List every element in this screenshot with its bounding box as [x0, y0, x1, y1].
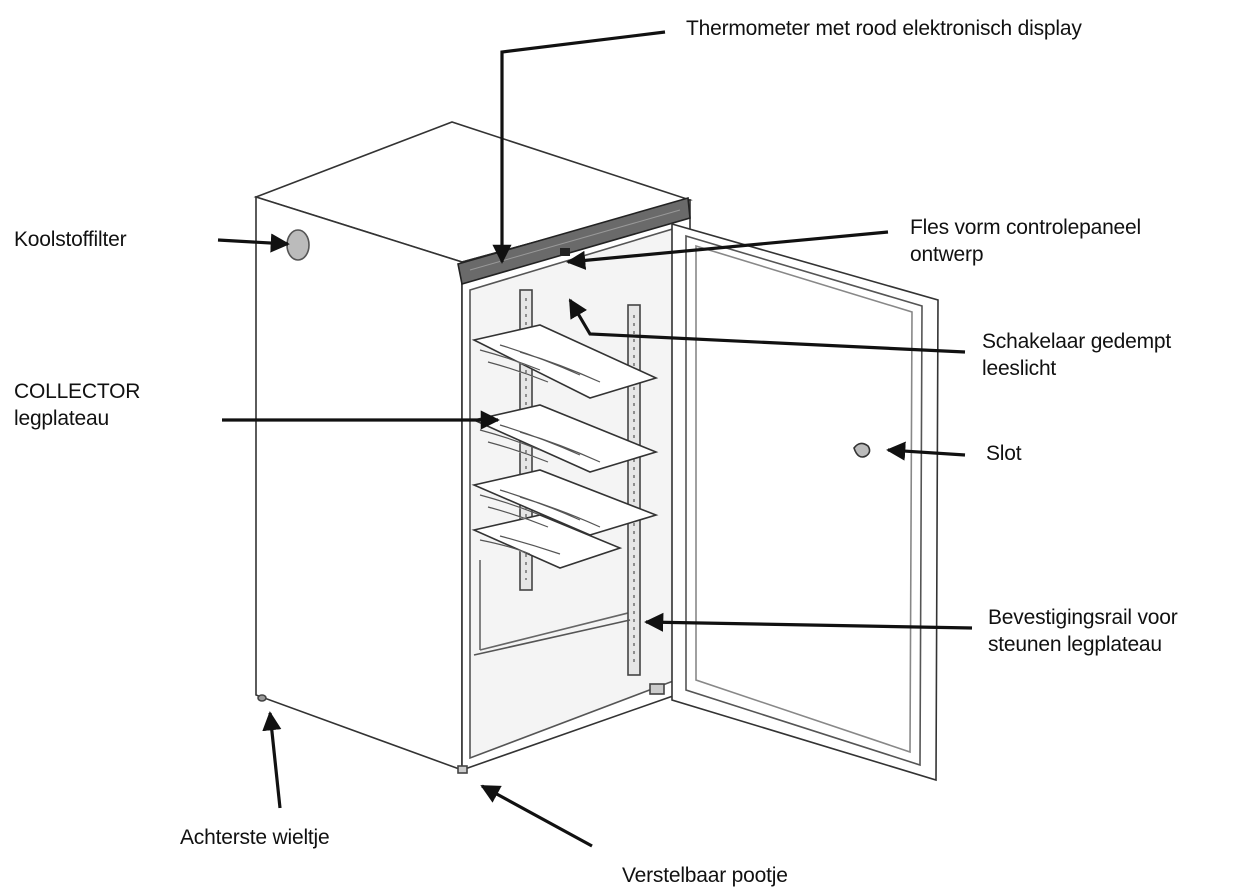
arrow-achterste-wieltje	[262, 711, 282, 809]
label-bevestigingsrail-line2: steunen legplateau	[988, 633, 1162, 656]
carbon-filter-disk	[286, 229, 310, 261]
arrow-slot	[886, 441, 966, 461]
door-inner-frame	[685, 234, 923, 767]
label-collector-line2: legplateau	[14, 407, 109, 430]
label-controlepaneel-line1: Fles vorm controlepaneel	[910, 216, 1141, 239]
right-shelf-rail	[627, 304, 641, 676]
label-controlepaneel: Fles vorm controlepaneel ontwerp	[910, 214, 1141, 268]
lock	[853, 442, 871, 458]
label-schakelaar-line2: leeslicht	[982, 357, 1057, 380]
label-achterste-wieltje: Achterste wieltje	[180, 826, 330, 849]
label-collector-line1: COLLECTOR	[14, 380, 141, 403]
label-bevestigingsrail-line1: Bevestigingsrail voor	[988, 606, 1178, 629]
arrow-verstelbaar-pootje	[480, 784, 593, 848]
door-hinge	[649, 683, 665, 695]
arrow-koolstoffilter	[217, 233, 290, 253]
cabinet	[253, 121, 939, 782]
label-koolstoffilter: Koolstoffilter	[14, 228, 127, 251]
control-panel-bar	[457, 196, 691, 286]
label-schakelaar: Schakelaar gedempt leeslicht	[982, 328, 1171, 382]
label-verstelbaar-pootje: Verstelbaar pootje	[622, 864, 788, 887]
cabinet-side	[255, 195, 463, 772]
label-schakelaar-line1: Schakelaar gedempt	[982, 330, 1172, 353]
label-bevestigingsrail: Bevestigingsrail voor steunen legplateau	[988, 604, 1178, 658]
arrow-thermometer	[492, 30, 666, 264]
label-slot: Slot	[986, 442, 1022, 465]
arrow-bevestigingsrail	[644, 612, 973, 632]
arrow-controlepaneel	[566, 230, 889, 270]
label-collector: COLLECTOR legplateau	[14, 378, 140, 432]
label-controlepaneel-line2: ontwerp	[910, 243, 984, 266]
label-thermometer: Thermometer met rood elektronisch displa…	[686, 17, 1082, 40]
adjustable-foot	[457, 765, 468, 774]
callout-arrows	[217, 30, 973, 848]
rear-wheel	[257, 694, 267, 702]
arrow-schakelaar	[568, 298, 966, 354]
shelves	[471, 324, 659, 569]
